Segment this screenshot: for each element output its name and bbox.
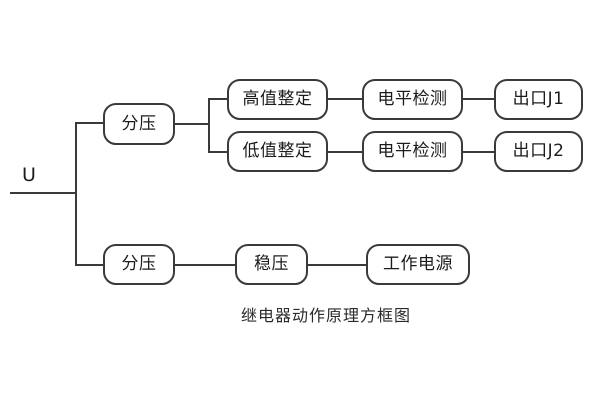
node-output-j2[interactable]: 出口J2	[494, 131, 583, 172]
wire-high-set-to-level-detect	[327, 98, 363, 100]
wire-level-detect-to-output-j2	[462, 151, 495, 153]
wire-divider-bottom-to-regulator	[174, 264, 236, 266]
wire-split-to-low-set	[208, 151, 229, 153]
wire-trunk-to-divider-bottom	[75, 264, 105, 266]
diagram-caption: 继电器动作原理方框图	[241, 306, 412, 325]
node-work-power-supply[interactable]: 工作电源	[366, 244, 470, 285]
wire-level-detect-to-output-j1	[462, 98, 495, 100]
node-low-value-setting[interactable]: 低值整定	[227, 131, 328, 172]
wire-trunk-vertical	[75, 122, 77, 266]
wire-source-input	[10, 192, 77, 194]
source-voltage-label: U	[22, 164, 36, 186]
wire-split-to-high-set	[208, 98, 229, 100]
node-output-j1[interactable]: 出口J1	[494, 79, 583, 120]
node-divider-top[interactable]: 分压	[103, 103, 175, 145]
node-high-value-setting[interactable]: 高值整定	[227, 79, 328, 120]
wire-low-set-to-level-detect	[327, 151, 363, 153]
node-level-detect-high[interactable]: 电平检测	[362, 79, 463, 120]
node-voltage-regulator[interactable]: 稳压	[235, 244, 308, 285]
wire-split-vertical	[208, 98, 210, 153]
node-divider-bottom[interactable]: 分压	[103, 244, 175, 285]
wire-divider-top-to-split	[174, 123, 210, 125]
node-level-detect-low[interactable]: 电平检测	[362, 131, 463, 172]
wire-trunk-to-divider-top	[75, 122, 105, 124]
wire-regulator-to-work-supply	[307, 264, 367, 266]
